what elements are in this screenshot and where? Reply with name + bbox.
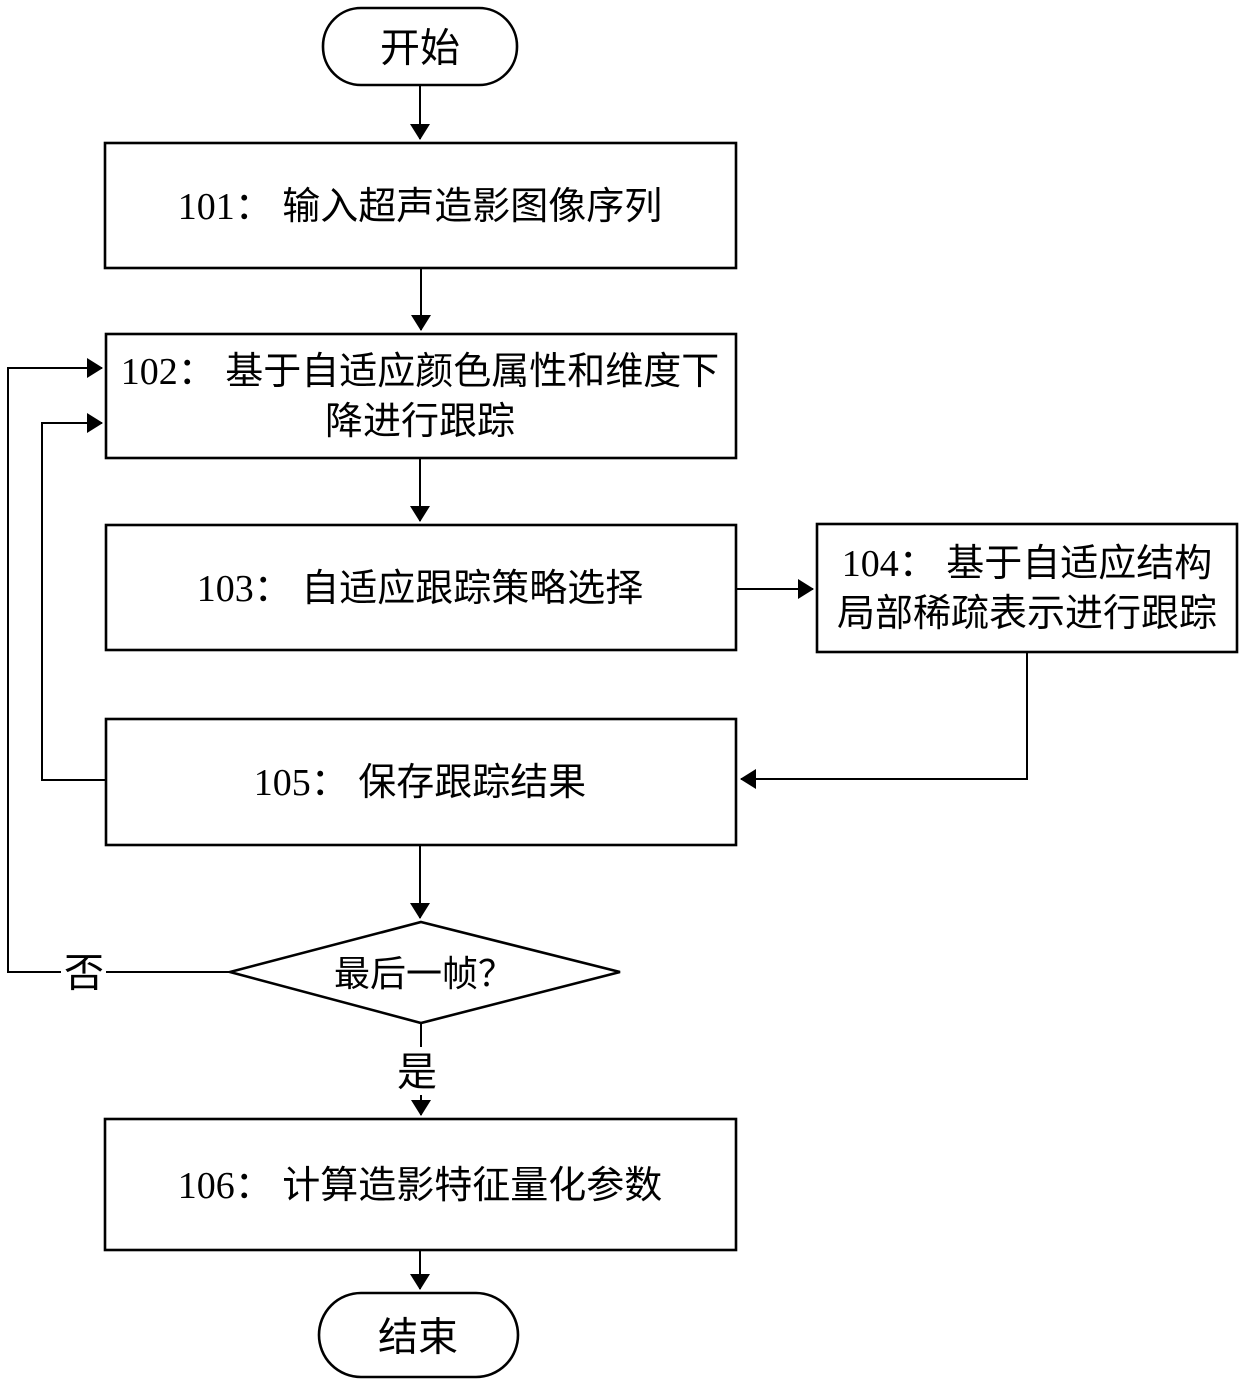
decision-label: 最后一帧？ bbox=[334, 954, 514, 994]
step-104-box bbox=[815, 522, 1239, 654]
step-102-label-line2: 降进行跟踪 bbox=[325, 401, 515, 443]
step-106-box bbox=[103, 1117, 738, 1252]
step-102-box bbox=[104, 332, 738, 460]
step-104-label-line2: 局部稀疏表示进行跟踪 bbox=[837, 593, 1217, 635]
step-105-label: 105： 保存跟踪结果 bbox=[254, 762, 587, 804]
start-label: 开始 bbox=[380, 26, 460, 71]
decision-no-label: 否 bbox=[64, 951, 104, 996]
step-103-label: 103： 自适应跟踪策略选择 bbox=[197, 568, 644, 610]
decision-diamond bbox=[224, 920, 621, 1025]
step-102-label-line1: 102： 基于自适应颜色属性和维度下 bbox=[121, 351, 720, 393]
no-label-backdrop bbox=[61, 947, 106, 997]
step-105-box bbox=[104, 717, 738, 847]
yes-label-backdrop bbox=[395, 1047, 440, 1095]
end-node bbox=[317, 1291, 520, 1379]
step-101-box bbox=[103, 141, 738, 270]
end-label: 结束 bbox=[378, 1315, 458, 1360]
step-103-box bbox=[104, 523, 738, 652]
arrow-decision-no-loop-to-102 bbox=[7, 358, 230, 973]
arrow-105-loop-to-102 bbox=[41, 413, 106, 781]
arrow-104-to-105 bbox=[740, 652, 1028, 789]
step-104-label-line1: 104： 基于自适应结构 bbox=[842, 543, 1213, 585]
step-101-label: 101： 输入超声造影图像序列 bbox=[178, 186, 663, 228]
start-node bbox=[321, 6, 519, 87]
step-106-label: 106： 计算造影特征量化参数 bbox=[178, 1165, 663, 1207]
decision-yes-label: 是 bbox=[397, 1050, 437, 1095]
